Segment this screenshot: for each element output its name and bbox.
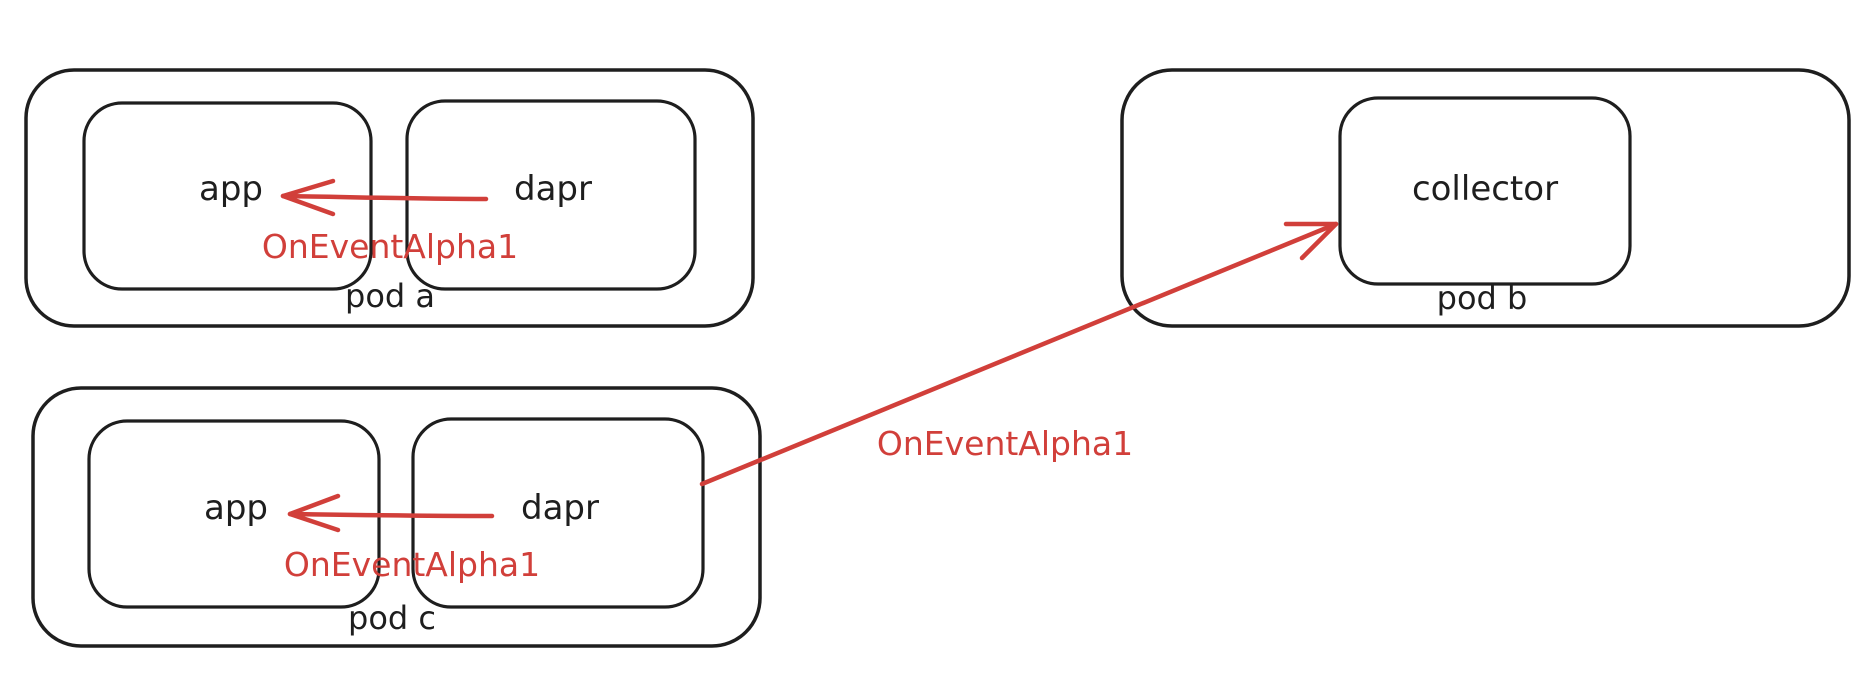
pod-b-label: pod b	[1437, 279, 1528, 317]
pod-a: app dapr pod a	[24, 68, 755, 328]
pod-a-label: pod a	[345, 277, 435, 315]
pod-a-event-label: OnEventAlpha1	[262, 227, 518, 266]
pod-b-collector-box	[1338, 96, 1632, 286]
pod-b-container	[1120, 68, 1851, 328]
pod-a-arrow-head	[280, 178, 336, 217]
pod-c-event-arrow	[287, 493, 495, 533]
pod-b-collector-label: collector	[1412, 169, 1558, 209]
pod-c-dapr-label: dapr	[521, 488, 599, 528]
collector-arrow-head	[1283, 221, 1339, 261]
pod-c-dapr-box	[411, 417, 705, 609]
pod-c-arrow-head	[287, 493, 341, 533]
pod-a-container	[24, 68, 755, 328]
pod-c-event-label: OnEventAlpha1	[284, 545, 540, 584]
pod-c-arrow-line	[287, 511, 495, 519]
collector-event-arrow	[699, 221, 1339, 487]
pod-c-label: pod c	[348, 599, 436, 637]
pod-c: app dapr pod c	[31, 386, 762, 648]
pod-a-event-arrow	[280, 178, 489, 217]
pod-a-arrow-line	[280, 193, 489, 202]
pod-a-dapr-box	[405, 99, 697, 291]
collector-arrow-line	[699, 221, 1339, 487]
pod-a-app-label: app	[199, 169, 263, 209]
pod-c-app-label: app	[204, 488, 268, 528]
pod-c-container	[31, 386, 762, 648]
collector-event-label: OnEventAlpha1	[877, 424, 1133, 463]
pod-a-dapr-label: dapr	[514, 169, 592, 209]
pod-b: collector pod b	[1120, 68, 1851, 328]
